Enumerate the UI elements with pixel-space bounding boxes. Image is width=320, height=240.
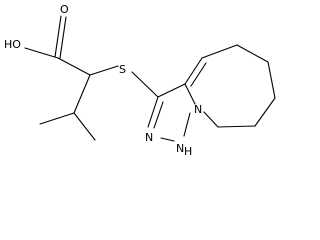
molecule-structure: O HO S N N N H xyxy=(4,3,276,158)
bond-c3a-n xyxy=(184,83,196,105)
bond-c-oh xyxy=(24,47,59,59)
bond-carboxyl-alpha xyxy=(57,57,91,76)
bond-c9-n xyxy=(203,111,219,128)
bond-c3-n2-double-a xyxy=(147,96,159,128)
atom-label-hydrogen-on-n: H xyxy=(184,145,192,158)
atom-labels: O HO S N N N H xyxy=(4,3,202,158)
atom-label-nitrogen-ring: N xyxy=(145,131,153,144)
bond-s-c3 xyxy=(131,71,159,98)
bond-ch-ch3-down xyxy=(73,112,96,141)
bond-c3a-c4-double-b xyxy=(190,62,207,87)
atom-label-hydroxyl: HO xyxy=(4,38,21,51)
bond-n2-n1 xyxy=(160,137,175,142)
atom-label-sulfur: S xyxy=(119,63,126,76)
bond-c-o-double-a xyxy=(59,16,67,59)
atom-label-nitrogen-h: N xyxy=(176,142,184,155)
bond-c3a-c4-double-a xyxy=(184,57,203,85)
bond-c7-c8 xyxy=(254,97,276,127)
bond-c4-c5 xyxy=(201,44,238,59)
bond-c5-c6 xyxy=(236,44,269,63)
bond-c-o-double-b xyxy=(54,15,62,58)
bond-alpha-ch xyxy=(73,74,91,114)
bond-n1-n8a xyxy=(183,112,191,137)
bond-c3-n2-double-b xyxy=(153,101,164,129)
atom-label-nitrogen-bridge: N xyxy=(194,103,202,116)
bond-alpha-s xyxy=(89,65,119,76)
bond-set xyxy=(24,15,276,142)
bond-c8-c9 xyxy=(217,125,256,128)
bond-c3-c3a xyxy=(157,83,186,98)
atom-label-oxygen: O xyxy=(60,3,69,16)
bond-ch-ch3-left xyxy=(39,112,75,125)
bond-c6-c7 xyxy=(267,61,276,99)
